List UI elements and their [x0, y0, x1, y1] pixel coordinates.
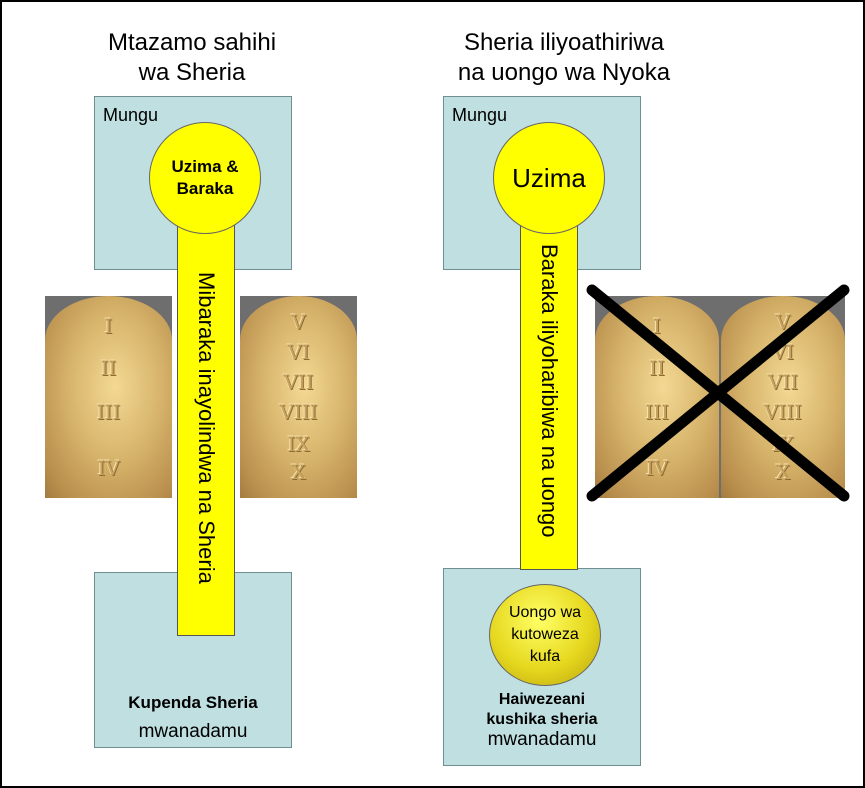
tablet-numeral: II [649, 356, 665, 380]
right-title-line2: na uongo wa Nyoka [457, 59, 671, 86]
left-life-circle: Uzima & Baraka [149, 122, 261, 234]
tablet-numeral: X [775, 460, 791, 484]
tablet-numeral: I [104, 314, 113, 338]
right-god-label: Mungu [452, 105, 508, 125]
left-tablet-right: V VI VII VIII IX X [240, 296, 357, 498]
right-human-bold-line1: Haiwezeani [498, 691, 586, 708]
right-tablet-left: I II III IV [595, 296, 719, 498]
tablet-numeral: VI [287, 340, 310, 364]
tablet-numeral: V [291, 310, 306, 334]
left-human-box: Kupenda Sheria mwanadamu [94, 572, 292, 748]
right-circle-text: Uzima [512, 162, 586, 193]
left-human-label: mwanadamu [138, 721, 248, 742]
tablet-numeral: VII [767, 370, 799, 394]
tablet-numeral: VIII [763, 400, 803, 424]
tablet-numeral: IV [645, 456, 669, 480]
right-tablet-right: V VI VII VIII IX X [721, 296, 845, 498]
left-tablet-right-frame: V VI VII VIII IX X [240, 296, 357, 498]
tablet-numeral: III [96, 400, 121, 424]
lie-line1: Uongo wa [508, 604, 582, 621]
tablet-numeral: IX [287, 432, 310, 456]
cross-stroke-2 [586, 284, 850, 502]
left-title: Mtazamo sahihi wa Sheria [62, 28, 322, 88]
left-bar-text: Mibaraka inayolindwa na Sheria [194, 272, 219, 584]
tablet-numeral: III [645, 400, 669, 424]
tablet-numeral: VII [283, 370, 314, 394]
lie-line2: kutoweza [511, 626, 579, 643]
right-title-line1: Sheria iliyoathiriwa [463, 29, 665, 56]
left-circle-line2: Baraka [176, 179, 234, 198]
left-human-bold: Kupenda Sheria [128, 693, 258, 712]
right-human-label: mwanadamu [487, 729, 597, 750]
right-human-bold-line2: kushika sheria [486, 711, 598, 728]
right-title: Sheria iliyoathiriwa na uongo wa Nyoka [414, 28, 714, 88]
cross-out-mark [586, 284, 850, 502]
right-bar-text: Baraka iliyoharibiwa na uongo [537, 244, 562, 538]
left-tablet-left-frame: I II III IV [45, 296, 172, 498]
tablet-numeral: X [291, 460, 306, 484]
left-blessing-bar: Mibaraka inayolindwa na Sheria [177, 220, 235, 636]
left-tablet-left: I II III IV [45, 296, 172, 498]
tablet-numeral: V [775, 310, 791, 334]
left-title-line1: Mtazamo sahihi [107, 29, 277, 56]
left-circle-line1: Uzima & [171, 157, 239, 176]
tablet-numeral: IV [97, 456, 120, 480]
left-god-label: Mungu [103, 105, 159, 125]
right-lie-circle: Uongo wa kutoweza kufa [489, 584, 601, 686]
tablet-numeral: II [100, 356, 117, 380]
right-corrupted-bar: Baraka iliyoharibiwa na uongo [520, 212, 578, 570]
tablet-numeral: I [653, 314, 661, 338]
lie-line3: kufa [529, 648, 561, 665]
right-life-circle: Uzima [493, 122, 605, 234]
left-title-line2: wa Sheria [138, 59, 246, 86]
tablet-numeral: VIII [279, 400, 318, 424]
